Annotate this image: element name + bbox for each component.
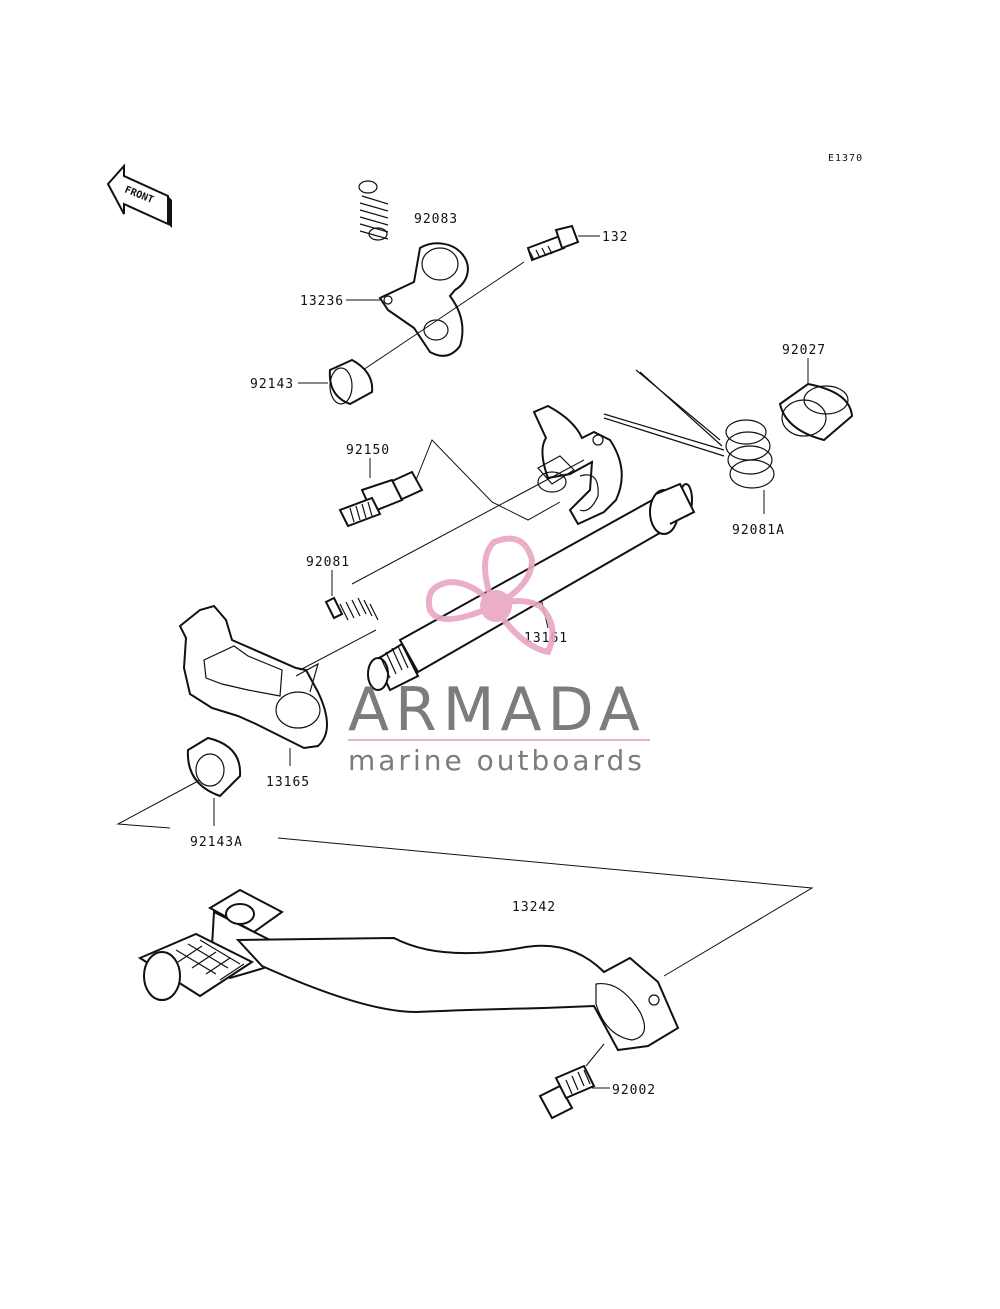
collar-92143A — [186, 736, 242, 798]
label-13242: 13242 — [512, 900, 556, 915]
label-92027: 92027 — [782, 343, 826, 358]
label-92081: 92081 — [306, 555, 350, 570]
shift-shaft-13161 — [367, 404, 696, 692]
label-92002: 92002 — [612, 1083, 656, 1098]
armada-watermark: ARMADA marine outboards — [348, 535, 650, 777]
watermark-tagline: marine outboards — [348, 744, 645, 777]
label-92083: 92083 — [414, 212, 458, 227]
label-132: 132 — [602, 230, 628, 245]
label-92081A: 92081A — [732, 523, 785, 538]
label-13236: 13236 — [300, 294, 344, 309]
shift-arm-13165 — [178, 604, 328, 750]
spring-92081 — [324, 596, 379, 621]
reference-code: E1370 — [828, 153, 863, 164]
pin-92150 — [338, 470, 424, 528]
watermark-brand: ARMADA — [348, 675, 646, 745]
bolt-92002 — [538, 1064, 596, 1120]
spring-92083 — [358, 180, 389, 241]
collar-92143 — [328, 358, 374, 406]
front-direction-arrow-icon: FRONT — [106, 163, 172, 228]
torsion-spring-92081A — [603, 369, 775, 489]
label-92150: 92150 — [346, 443, 390, 458]
label-13165: 13165 — [266, 775, 310, 790]
label-92143: 92143 — [250, 377, 294, 392]
gear-pedal-13242 — [137, 888, 680, 1052]
propeller-logo-icon — [426, 535, 556, 656]
label-13161: 13161 — [524, 631, 568, 646]
collar-92027 — [778, 382, 854, 442]
label-92143A: 92143A — [190, 835, 243, 850]
plate-13236 — [378, 242, 469, 357]
bolt-132 — [526, 224, 580, 262]
